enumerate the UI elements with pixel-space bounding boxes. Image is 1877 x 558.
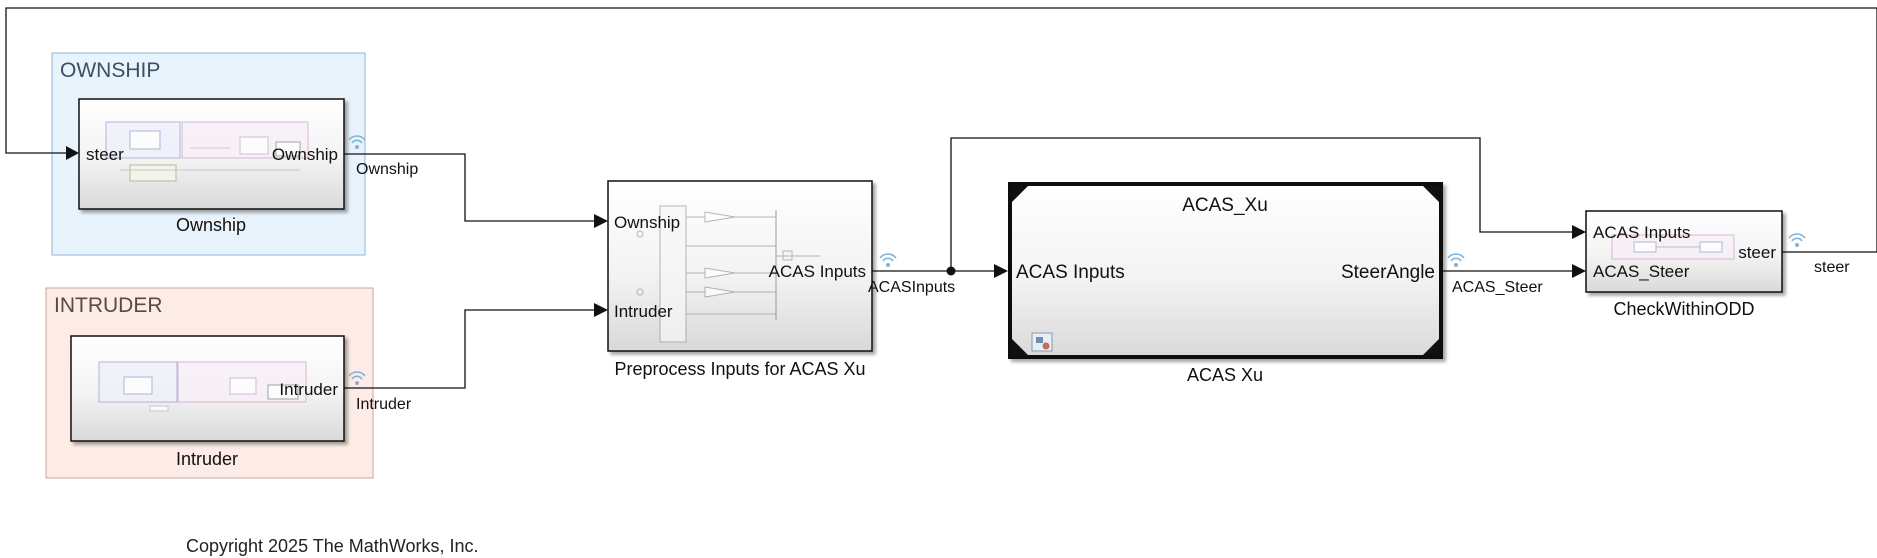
preprocess-in-port-2-label: Intruder: [614, 302, 673, 321]
copyright-text: Copyright 2025 The MathWorks, Inc.: [186, 536, 479, 556]
check-block-name: CheckWithinODD: [1613, 299, 1754, 319]
ownship-block-name: Ownship: [176, 215, 246, 235]
signal-lines: [5, 7, 1877, 389]
signal-label-acas-steer[interactable]: ACAS_Steer: [1452, 279, 1543, 296]
intruder-area-title: INTRUDER: [54, 294, 163, 317]
preprocess-in-port-1-label: Ownship: [614, 213, 680, 232]
signal-logging-icons: [348, 135, 1806, 385]
arrow-check-acasinputs-in: [1572, 225, 1586, 239]
preprocess-block-body: [607, 180, 873, 352]
arrow-acasxu-in: [994, 264, 1008, 278]
acas-xu-block-title: ACAS_Xu: [1182, 195, 1268, 216]
ownship-block-out-port-label: Ownship: [272, 145, 338, 164]
acas-inputs-branch-line[interactable]: [950, 137, 1576, 271]
logging-icon-steer: [1788, 233, 1806, 247]
acas-xu-corner-marks: [1012, 186, 1439, 355]
model-reference-icon: [1031, 332, 1053, 352]
ownship-thumbnail: [105, 121, 309, 182]
acas-xu-block-body: [1008, 182, 1443, 359]
acas-xu-in-port-label: ACAS Inputs: [1016, 262, 1125, 283]
logging-icon-intruder: [348, 371, 366, 385]
preprocess-block[interactable]: Ownship Intruder ACAS Inputs Preprocess …: [607, 180, 873, 379]
signal-label-ownship[interactable]: Ownship: [356, 161, 418, 178]
acas-xu-block[interactable]: ACAS_Xu ACAS Inputs SteerAngle ACAS Xu: [1008, 182, 1443, 385]
arrow-preprocess-intruder-in: [594, 303, 608, 317]
arrow-check-acassteer-in: [1572, 264, 1586, 278]
steer-feedback-line[interactable]: [5, 7, 1877, 253]
logging-icon-acas-steer: [1447, 253, 1465, 267]
signal-label-acas-inputs[interactable]: ACASInputs: [868, 279, 955, 296]
check-in-port-1-label: ACAS Inputs: [1593, 223, 1690, 242]
preprocess-block-name: Preprocess Inputs for ACAS Xu: [614, 359, 865, 379]
preprocess-out-port-label: ACAS Inputs: [769, 262, 866, 281]
check-out-port-label: steer: [1738, 243, 1776, 262]
branch-point: [946, 266, 956, 276]
acas-xu-out-port-label: SteerAngle: [1341, 262, 1435, 283]
preprocess-thumbnail: [636, 205, 820, 343]
ownship-signal-line[interactable]: [344, 153, 598, 222]
ownship-block-in-port-label: steer: [86, 145, 124, 164]
signal-label-steer[interactable]: steer: [1814, 259, 1850, 276]
intruder-block-name: Intruder: [176, 449, 238, 469]
intruder-signal-line[interactable]: [344, 309, 598, 389]
arrow-preprocess-ownship-in: [594, 214, 608, 228]
arrow-ownship-steer-in: [66, 146, 79, 160]
logging-icon-acas-inputs: [879, 253, 897, 267]
intruder-block-out-port-label: Intruder: [279, 380, 338, 399]
arrowheads: [66, 146, 1586, 317]
ownship-area-title: OWNSHIP: [60, 59, 160, 82]
acas-xu-block-name: ACAS Xu: [1187, 365, 1263, 385]
signal-label-intruder[interactable]: Intruder: [356, 396, 412, 413]
check-within-odd-block[interactable]: ACAS Inputs ACAS_Steer steer CheckWithin…: [1585, 210, 1783, 319]
ownship-block[interactable]: steer Ownship Ownship: [78, 98, 345, 235]
logging-icon-ownship: [348, 135, 366, 149]
intruder-thumbnail: [98, 361, 307, 412]
intruder-block[interactable]: Intruder Intruder: [70, 335, 345, 469]
check-in-port-2-label: ACAS_Steer: [1593, 262, 1690, 281]
check-thumbnail: [1611, 234, 1735, 260]
